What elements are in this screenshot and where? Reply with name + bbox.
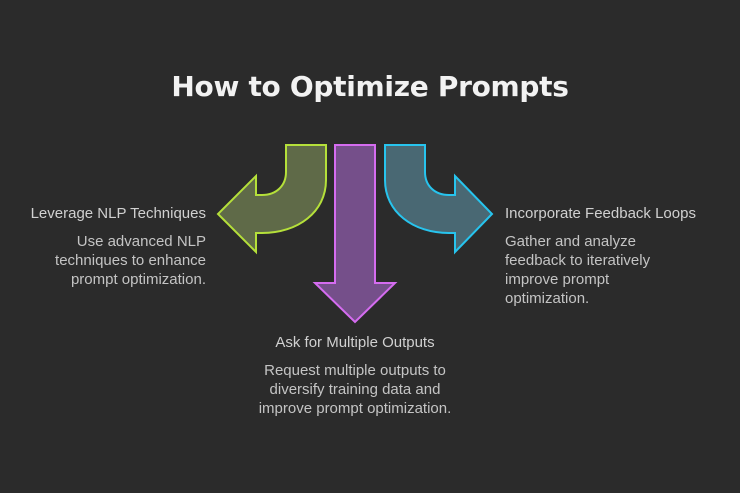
curved-arrow-right-icon — [384, 144, 494, 255]
diagram-title: How to Optimize Prompts — [171, 70, 569, 103]
curved-arrow-left-icon — [216, 144, 327, 255]
bottom-item-heading: Ask for Multiple Outputs — [275, 334, 435, 351]
right-item-heading: Incorporate Feedback Loops — [505, 205, 696, 222]
arrow-down-icon — [312, 144, 398, 324]
bottom-item-description: Request multiple outputs to diversify tr… — [258, 362, 452, 417]
left-item-heading: Leverage NLP Techniques — [30, 205, 206, 222]
left-item: Leverage NLP Techniques Use advanced NLP… — [0, 205, 206, 289]
right-item: Incorporate Feedback Loops Gather and an… — [505, 205, 735, 308]
left-item-description: Use advanced NLP techniques to enhance p… — [55, 233, 206, 288]
right-item-description: Gather and analyze feedback to iterative… — [505, 233, 651, 307]
bottom-item: Ask for Multiple Outputs Request multipl… — [245, 334, 465, 418]
